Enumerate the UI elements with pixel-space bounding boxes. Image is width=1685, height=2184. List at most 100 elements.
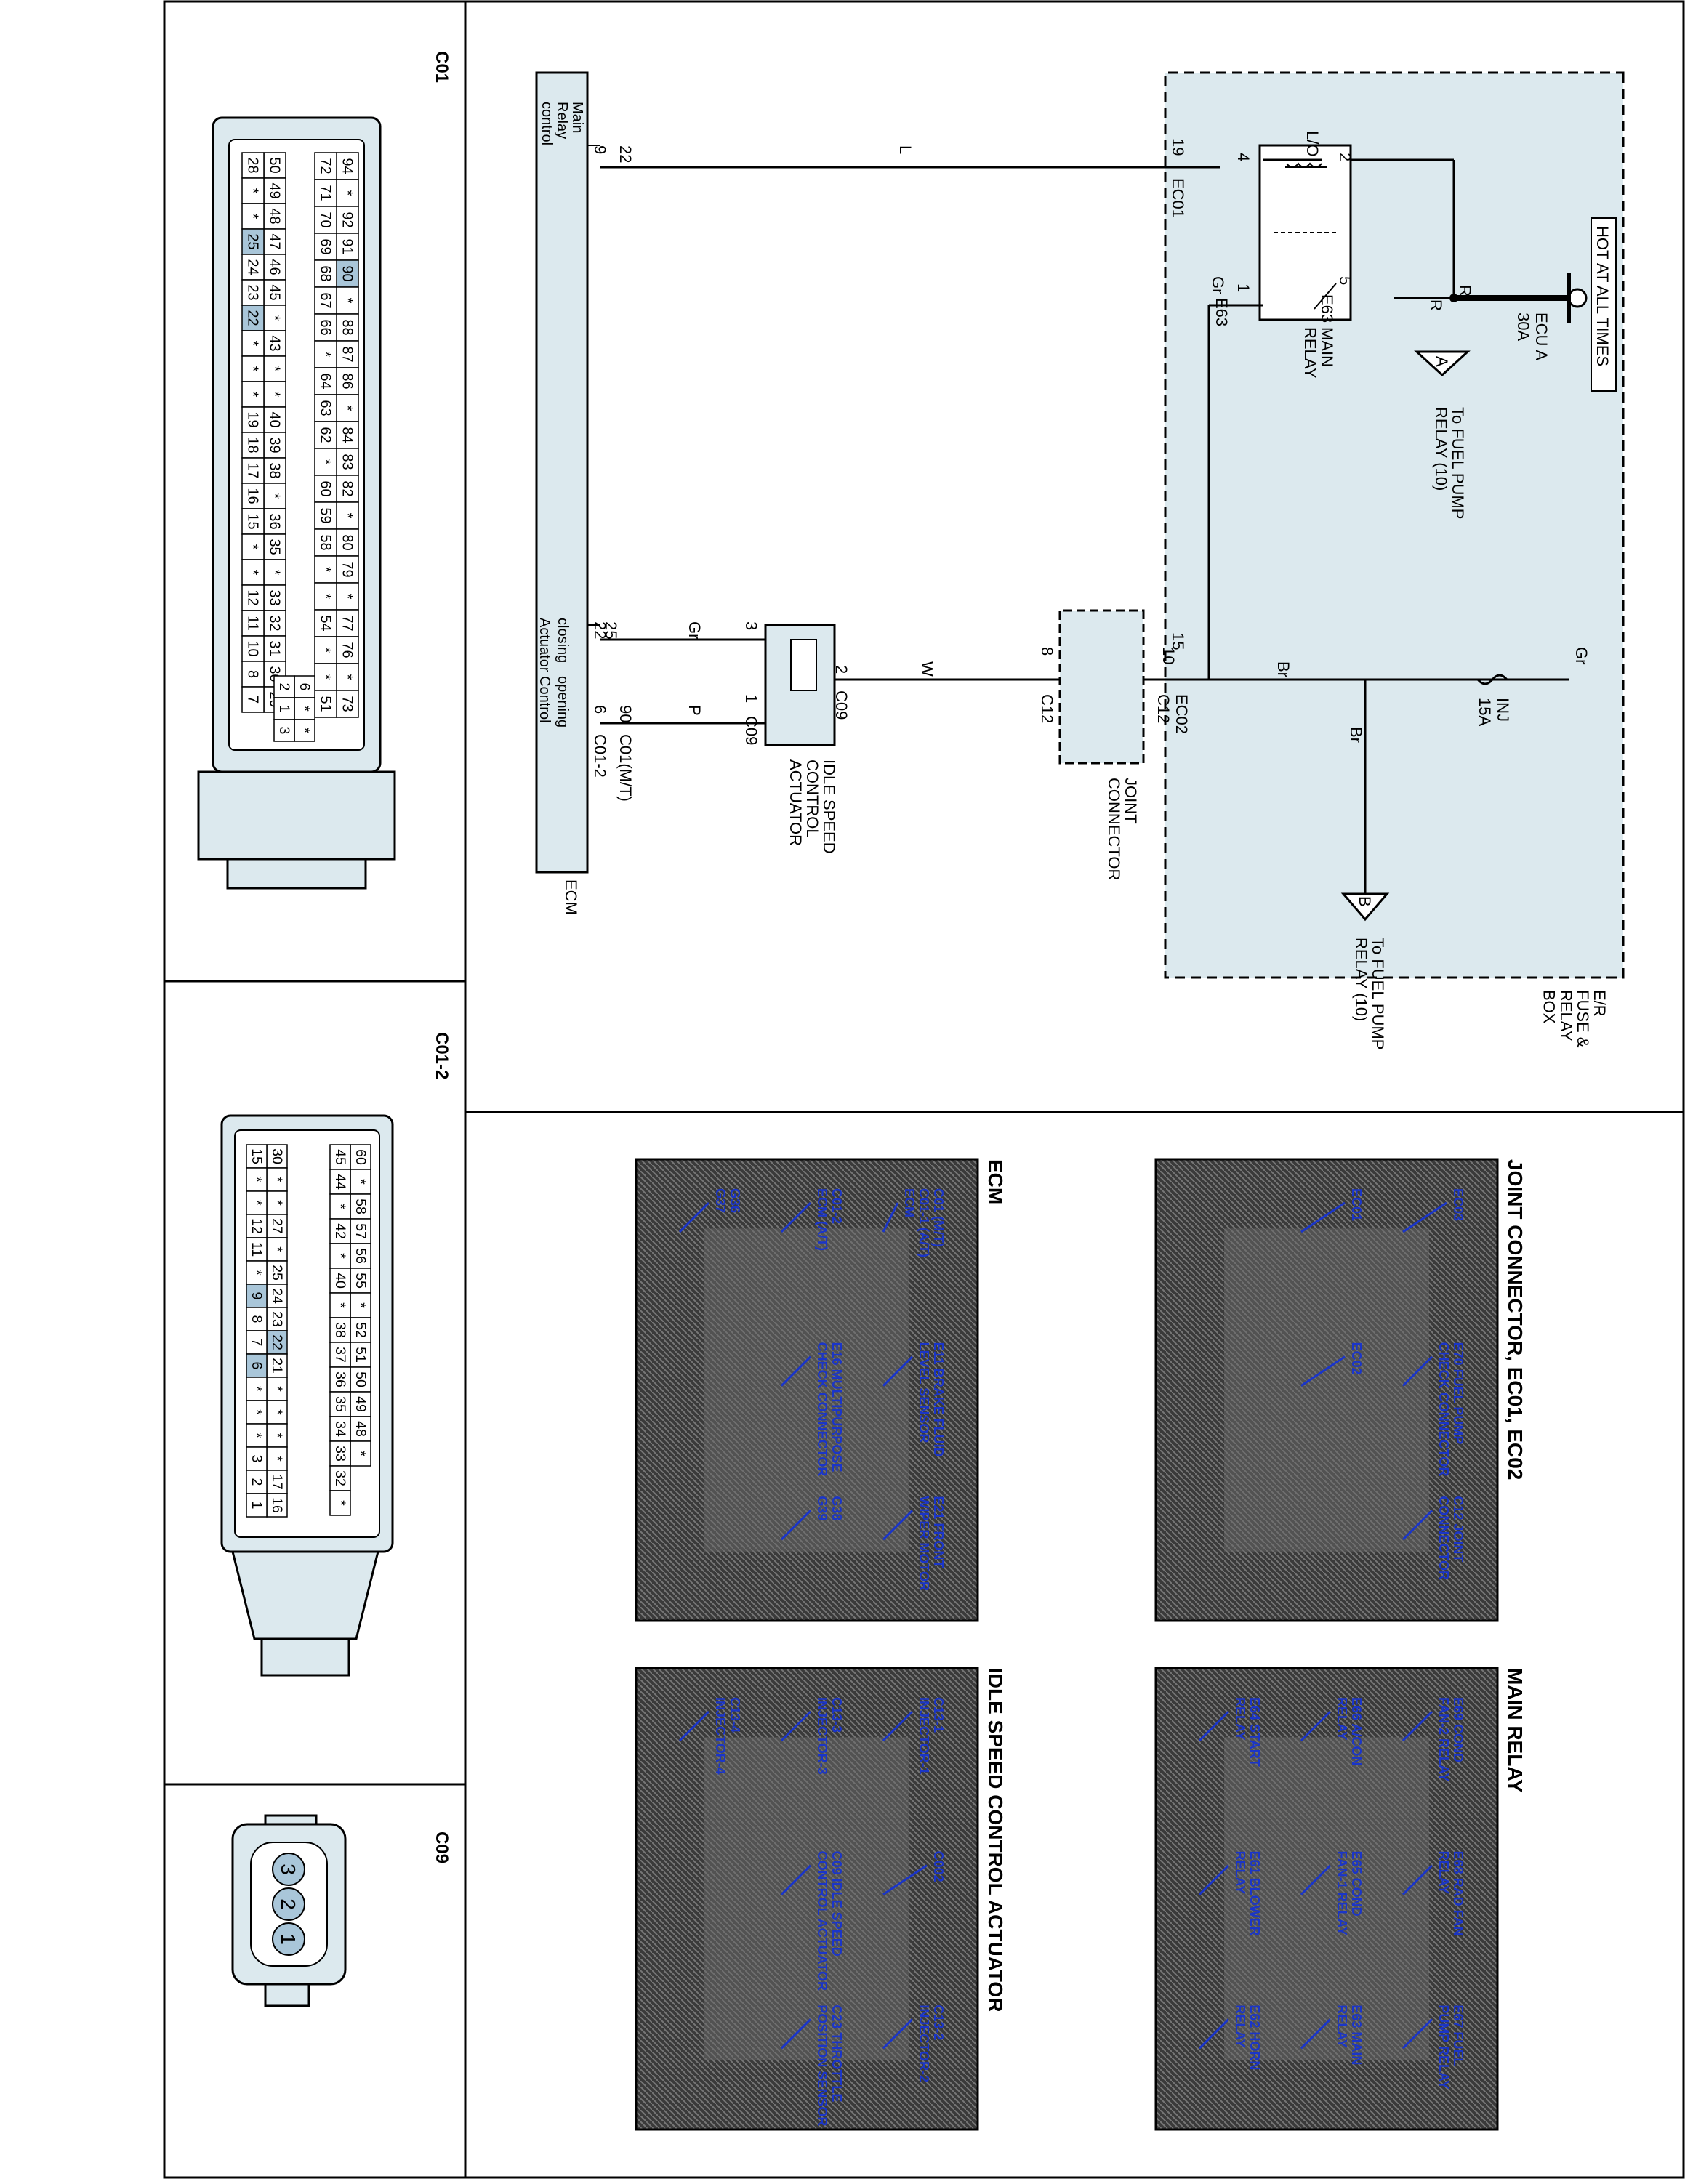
photo-callout: E69 CONDFAN-2 RELAY <box>1436 1697 1465 1781</box>
c01-pin: 15 <box>241 508 265 535</box>
c09-title: C09 <box>432 1832 451 1863</box>
c09-connector: 321 <box>231 1814 347 2007</box>
photo-callout: C13-2INJECTOR-2 <box>917 2004 946 2082</box>
svg-text:70: 70 <box>317 211 333 227</box>
photo-callout: E16 MULTIPURPOSECHECK CONNECTOR <box>815 1342 844 1477</box>
ec01: EC01 <box>1169 178 1187 218</box>
c01-pin: 84 <box>336 421 359 449</box>
photo-callout: C01-2ECM (A/T) <box>815 1188 844 1251</box>
photo-callout: C23 THROTTLEPOSITION SENSOR <box>815 2004 844 2126</box>
c01-2-pin: 9 <box>246 1284 268 1308</box>
c09-a: C09 <box>832 690 850 720</box>
c01-2-pin: 16 <box>266 1493 288 1518</box>
ecm-block <box>535 71 589 874</box>
svg-text:77: 77 <box>339 615 355 631</box>
svg-text:*: * <box>244 392 260 398</box>
photo-callout: C01 (M/T)C01-1 (A/T)ECM <box>902 1188 946 1257</box>
c01-2-pin: * <box>266 1167 288 1192</box>
c01-2-pin: 50 <box>350 1366 371 1393</box>
svg-text:8: 8 <box>244 670 260 678</box>
c01-2-pin: 15 <box>246 1144 268 1169</box>
c09-pin: 3 <box>272 1853 305 1886</box>
svg-text:38: 38 <box>266 462 282 478</box>
c01-2-pin: 25 <box>266 1260 288 1285</box>
c01-pin: 73 <box>336 690 359 718</box>
c01-2-pin: 7 <box>246 1330 268 1355</box>
svg-text:21: 21 <box>269 1358 285 1374</box>
svg-text:*: * <box>244 570 260 576</box>
svg-text:30: 30 <box>269 1148 285 1164</box>
svg-text:*: * <box>269 1177 285 1182</box>
c01-pin: * <box>241 177 265 204</box>
c01-2-pin: 48 <box>350 1416 371 1442</box>
svg-text:*: * <box>269 1386 285 1392</box>
wire-lo: L/O <box>1303 131 1322 156</box>
svg-text:*: * <box>249 1409 265 1415</box>
c01-2-pin: 3 <box>246 1446 268 1471</box>
pin-9: 9 <box>591 145 609 154</box>
svg-text:15: 15 <box>249 1148 265 1164</box>
c01-pin: 28 <box>241 152 265 179</box>
pin-15: 15 <box>1169 632 1187 650</box>
c01-pin: 70 <box>314 206 337 234</box>
joint-connector-box <box>1058 609 1145 765</box>
svg-text:69: 69 <box>317 238 333 254</box>
photo-callout: E63 MAINRELAY <box>1335 2004 1364 2065</box>
c01-small-pin: 6 <box>294 675 315 698</box>
c01-2-pin: 51 <box>350 1342 371 1368</box>
svg-text:59: 59 <box>317 507 333 523</box>
c01-pin: 12 <box>241 584 265 611</box>
inj-fuse-rating: 15A <box>1476 698 1494 726</box>
svg-text:63: 63 <box>317 400 333 416</box>
main-relay-label: MAINRELAY <box>1301 327 1336 379</box>
svg-text:*: * <box>332 1253 348 1259</box>
svg-text:11: 11 <box>244 616 260 631</box>
svg-text:52: 52 <box>353 1322 369 1338</box>
svg-text:*: * <box>269 1456 285 1462</box>
c01-pin: 49 <box>263 177 286 204</box>
svg-text:24: 24 <box>244 259 260 275</box>
pin-10: 10 <box>1159 647 1178 664</box>
to-fuel-pump-b: To FUEL PUMPRELAY (10) <box>1352 938 1387 1049</box>
svg-text:*: * <box>339 594 355 600</box>
c01-pin: * <box>336 179 359 207</box>
svg-text:33: 33 <box>332 1446 348 1462</box>
c01-2-connector: 60*58575655*5251504948*4544*42*40*383736… <box>220 1114 394 1677</box>
c01-pin: * <box>241 355 265 382</box>
svg-text:50: 50 <box>266 157 282 173</box>
svg-text:2: 2 <box>249 1478 265 1486</box>
c01-pin: * <box>263 483 286 509</box>
svg-text:23: 23 <box>244 284 260 300</box>
svg-text:*: * <box>297 706 313 712</box>
svg-text:7: 7 <box>249 1339 265 1347</box>
svg-text:*: * <box>317 459 333 465</box>
svg-text:16: 16 <box>269 1497 285 1513</box>
c01-2-pin: 33 <box>329 1440 351 1467</box>
photo-title: ECM <box>984 1159 1007 1204</box>
svg-text:82: 82 <box>339 480 355 496</box>
svg-text:35: 35 <box>266 539 282 555</box>
c01-pin: 18 <box>241 432 265 459</box>
c01-2-pin: 22 <box>266 1330 288 1355</box>
svg-text:34: 34 <box>332 1421 348 1437</box>
svg-text:32: 32 <box>332 1470 348 1486</box>
c01-pin: * <box>314 636 337 664</box>
svg-text:1: 1 <box>249 1502 265 1510</box>
c01-pin: 76 <box>336 636 359 664</box>
pin-6: 6 <box>591 705 609 714</box>
c01-pin: * <box>336 394 359 422</box>
connector-c01-panel: C01 94*929190*888786*848382*8079*7776*73… <box>197 51 451 890</box>
svg-text:45: 45 <box>332 1149 348 1165</box>
c01-2-pin: * <box>329 1243 351 1269</box>
svg-text:48: 48 <box>266 208 282 224</box>
c01-pin: 40 <box>263 406 286 433</box>
to-fuel-pump-a: To FUEL PUMPRELAY (10) <box>1432 407 1467 519</box>
c01-2-pin-grid: 60*58575655*5251504948*4544*42*40*383736… <box>246 1144 371 1518</box>
page-frame <box>163 0 1685 2179</box>
svg-text:16: 16 <box>244 488 260 504</box>
svg-text:3: 3 <box>276 727 292 735</box>
box-label: E/RFUSE &RELAYBOX <box>1540 990 1609 1048</box>
svg-text:40: 40 <box>332 1273 348 1289</box>
e63-b: E63 <box>1213 298 1231 326</box>
